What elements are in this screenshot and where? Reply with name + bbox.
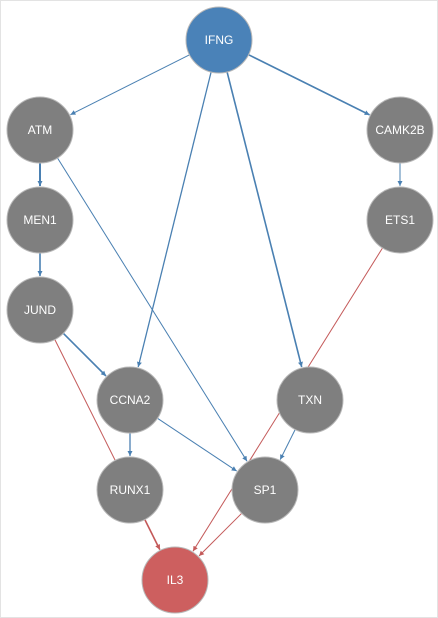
node-circle <box>185 6 253 74</box>
edge-ifng-ccna2 <box>136 71 212 368</box>
node-label: SP1 <box>254 483 277 497</box>
edge-atm-sp1 <box>57 157 248 462</box>
node-circle <box>366 186 434 254</box>
node-ets1[interactable]: ETS1 <box>366 186 434 254</box>
node-circle <box>96 366 164 434</box>
edge-runx1-il3 <box>144 519 161 550</box>
node-camk2b[interactable]: CAMK2B <box>366 96 434 164</box>
edge-sp1-il3 <box>198 512 243 557</box>
edge-ccna2-sp1 <box>157 417 237 472</box>
node-circle <box>366 96 434 164</box>
node-circle <box>6 276 74 344</box>
node-circle <box>276 366 344 434</box>
node-label: TXN <box>298 393 322 407</box>
edge-ifng-txn <box>226 71 303 368</box>
node-atm[interactable]: ATM <box>6 96 74 164</box>
node-ifng[interactable]: IFNG <box>185 6 253 74</box>
node-circle <box>231 456 299 524</box>
node-sp1[interactable]: SP1 <box>231 456 299 524</box>
edge-ifng-atm <box>70 54 190 116</box>
node-circle <box>96 456 164 524</box>
node-label: ETS1 <box>385 213 415 227</box>
node-circle <box>141 546 209 614</box>
node-label: JUND <box>24 303 56 317</box>
node-circle <box>6 186 74 254</box>
node-txn[interactable]: TXN <box>276 366 344 434</box>
node-runx1[interactable]: RUNX1 <box>96 456 164 524</box>
node-ccna2[interactable]: CCNA2 <box>96 366 164 434</box>
node-circle <box>6 96 74 164</box>
node-label: IFNG <box>205 33 234 47</box>
edge-ifng-camk2b <box>248 53 370 116</box>
node-il3[interactable]: IL3 <box>141 546 209 614</box>
node-label: MEN1 <box>23 213 57 227</box>
node-label: CCNA2 <box>110 393 151 407</box>
node-label: CAMK2B <box>375 123 424 137</box>
node-men1[interactable]: MEN1 <box>6 186 74 254</box>
edges-layer <box>37 53 403 557</box>
node-jund[interactable]: JUND <box>6 276 74 344</box>
node-label: RUNX1 <box>110 483 151 497</box>
node-label: ATM <box>28 123 52 137</box>
node-label: IL3 <box>167 573 184 587</box>
edge-jund-ccna2 <box>62 332 107 377</box>
edge-txn-sp1 <box>279 429 296 460</box>
